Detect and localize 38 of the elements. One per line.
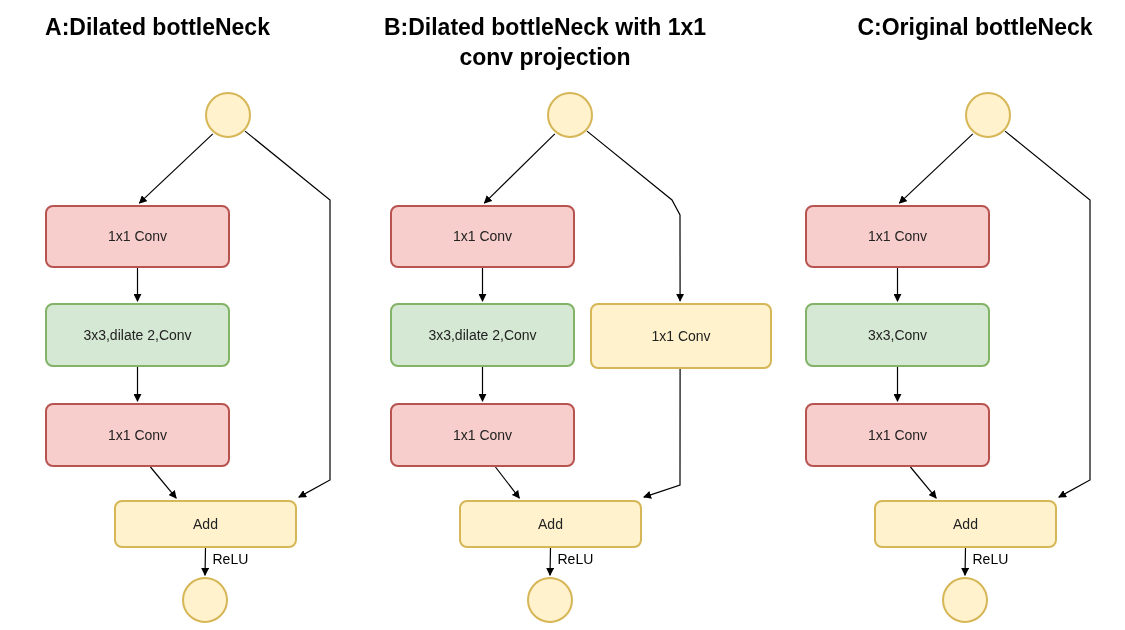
- arrow: [893, 267, 902, 302]
- edge-label: ReLU: [971, 552, 1010, 566]
- arrow: [201, 547, 210, 576]
- process-box: 1x1 Conv: [45, 205, 230, 268]
- arrow: [643, 368, 681, 499]
- arrow: [483, 133, 556, 204]
- arrow: [149, 466, 177, 499]
- process-box: 1x1 Conv: [45, 403, 230, 467]
- process-box: 1x1 Conv: [590, 303, 772, 369]
- process-box: 3x3,Conv: [805, 303, 990, 367]
- arrow: [909, 466, 937, 499]
- arrow: [1004, 130, 1091, 498]
- arrow: [961, 547, 970, 576]
- process-box: 3x3,dilate 2,Conv: [390, 303, 575, 367]
- process-box: 1x1 Conv: [390, 205, 575, 268]
- arrow: [478, 267, 487, 302]
- process-box: 1x1 Conv: [805, 403, 990, 467]
- arrow: [586, 130, 685, 302]
- panel-title: A:Dilated bottleNeck: [44, 13, 271, 42]
- panel-title: C:Original bottleNeck: [856, 13, 1094, 42]
- process-box: Add: [874, 500, 1057, 548]
- process-box: 3x3,dilate 2,Conv: [45, 303, 230, 367]
- arrow: [898, 133, 974, 204]
- arrow: [478, 366, 487, 402]
- arrow: [494, 466, 520, 499]
- arrow: [244, 130, 331, 498]
- process-box: 1x1 Conv: [805, 205, 990, 268]
- arrow: [893, 366, 902, 402]
- arrow: [546, 547, 555, 576]
- edge-label: ReLU: [211, 552, 250, 566]
- edge-label: ReLU: [556, 552, 595, 566]
- process-box: Add: [114, 500, 297, 548]
- panel-title: B:Dilated bottleNeck with 1x1 conv projection: [382, 13, 708, 72]
- arrow: [138, 133, 214, 204]
- process-box: 1x1 Conv: [390, 403, 575, 467]
- arrow: [133, 267, 142, 302]
- arrow: [133, 366, 142, 402]
- process-box: Add: [459, 500, 642, 548]
